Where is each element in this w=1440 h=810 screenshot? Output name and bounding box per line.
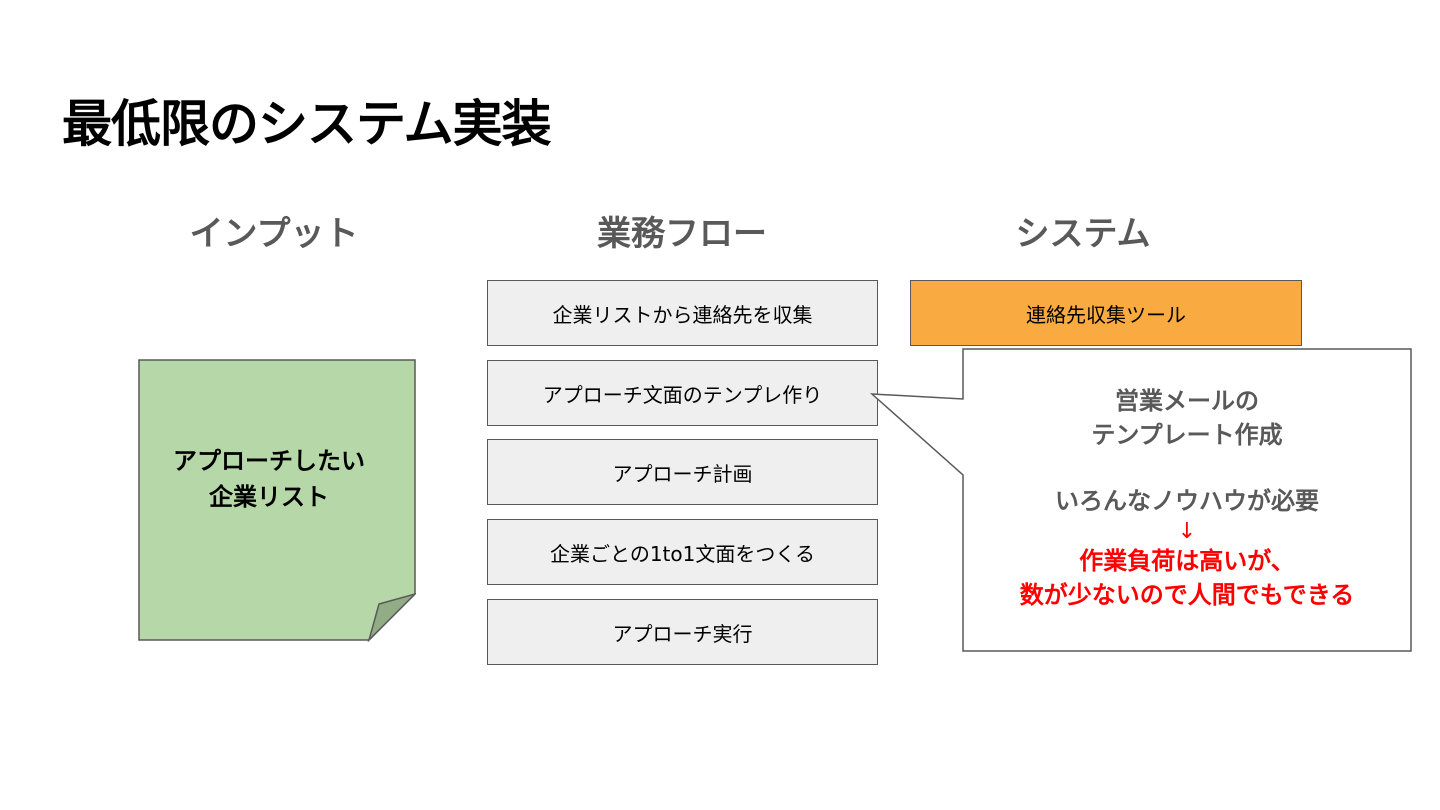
- callout-line-4: 作業負荷は高いが、: [1079, 547, 1295, 575]
- flow-step-one-to-one: 企業ごとの1to1文面をつくる: [487, 519, 878, 585]
- flow-step-collect-contacts: 企業リストから連絡先を収集: [487, 280, 878, 346]
- flow-step-plan: アプローチ計画: [487, 439, 878, 505]
- input-note-line-2: 企業リスト: [209, 483, 329, 511]
- system-tool-contact-collector: 連絡先収集ツール: [910, 280, 1302, 346]
- slide-title: 最低限のシステム実装: [62, 95, 551, 153]
- input-note-text: アプローチしたい 企業リスト: [138, 443, 400, 515]
- column-header-input: インプット: [189, 214, 359, 254]
- column-header-business-flow: 業務フロー: [597, 214, 767, 254]
- callout-line-2: テンプレート作成: [1091, 421, 1283, 449]
- callout-content: 営業メールの テンプレート作成 いろんなノウハウが必要 ↓ 作業負荷は高いが、 …: [963, 384, 1411, 612]
- callout-down-arrow-icon: ↓: [1177, 519, 1197, 544]
- column-header-system: システム: [1015, 214, 1151, 254]
- flow-step-execute: アプローチ実行: [487, 599, 878, 665]
- callout-bubble: [869, 348, 1412, 652]
- input-note-line-1: アプローチしたい: [173, 447, 365, 475]
- callout-line-3: いろんなノウハウが必要: [1055, 487, 1319, 515]
- callout-line-5: 数が少ないので人間でもできる: [1019, 581, 1355, 609]
- flow-step-template: アプローチ文面のテンプレ作り: [487, 360, 878, 426]
- input-sticky-note: [138, 359, 416, 642]
- callout-line-1: 営業メールの: [1115, 387, 1259, 415]
